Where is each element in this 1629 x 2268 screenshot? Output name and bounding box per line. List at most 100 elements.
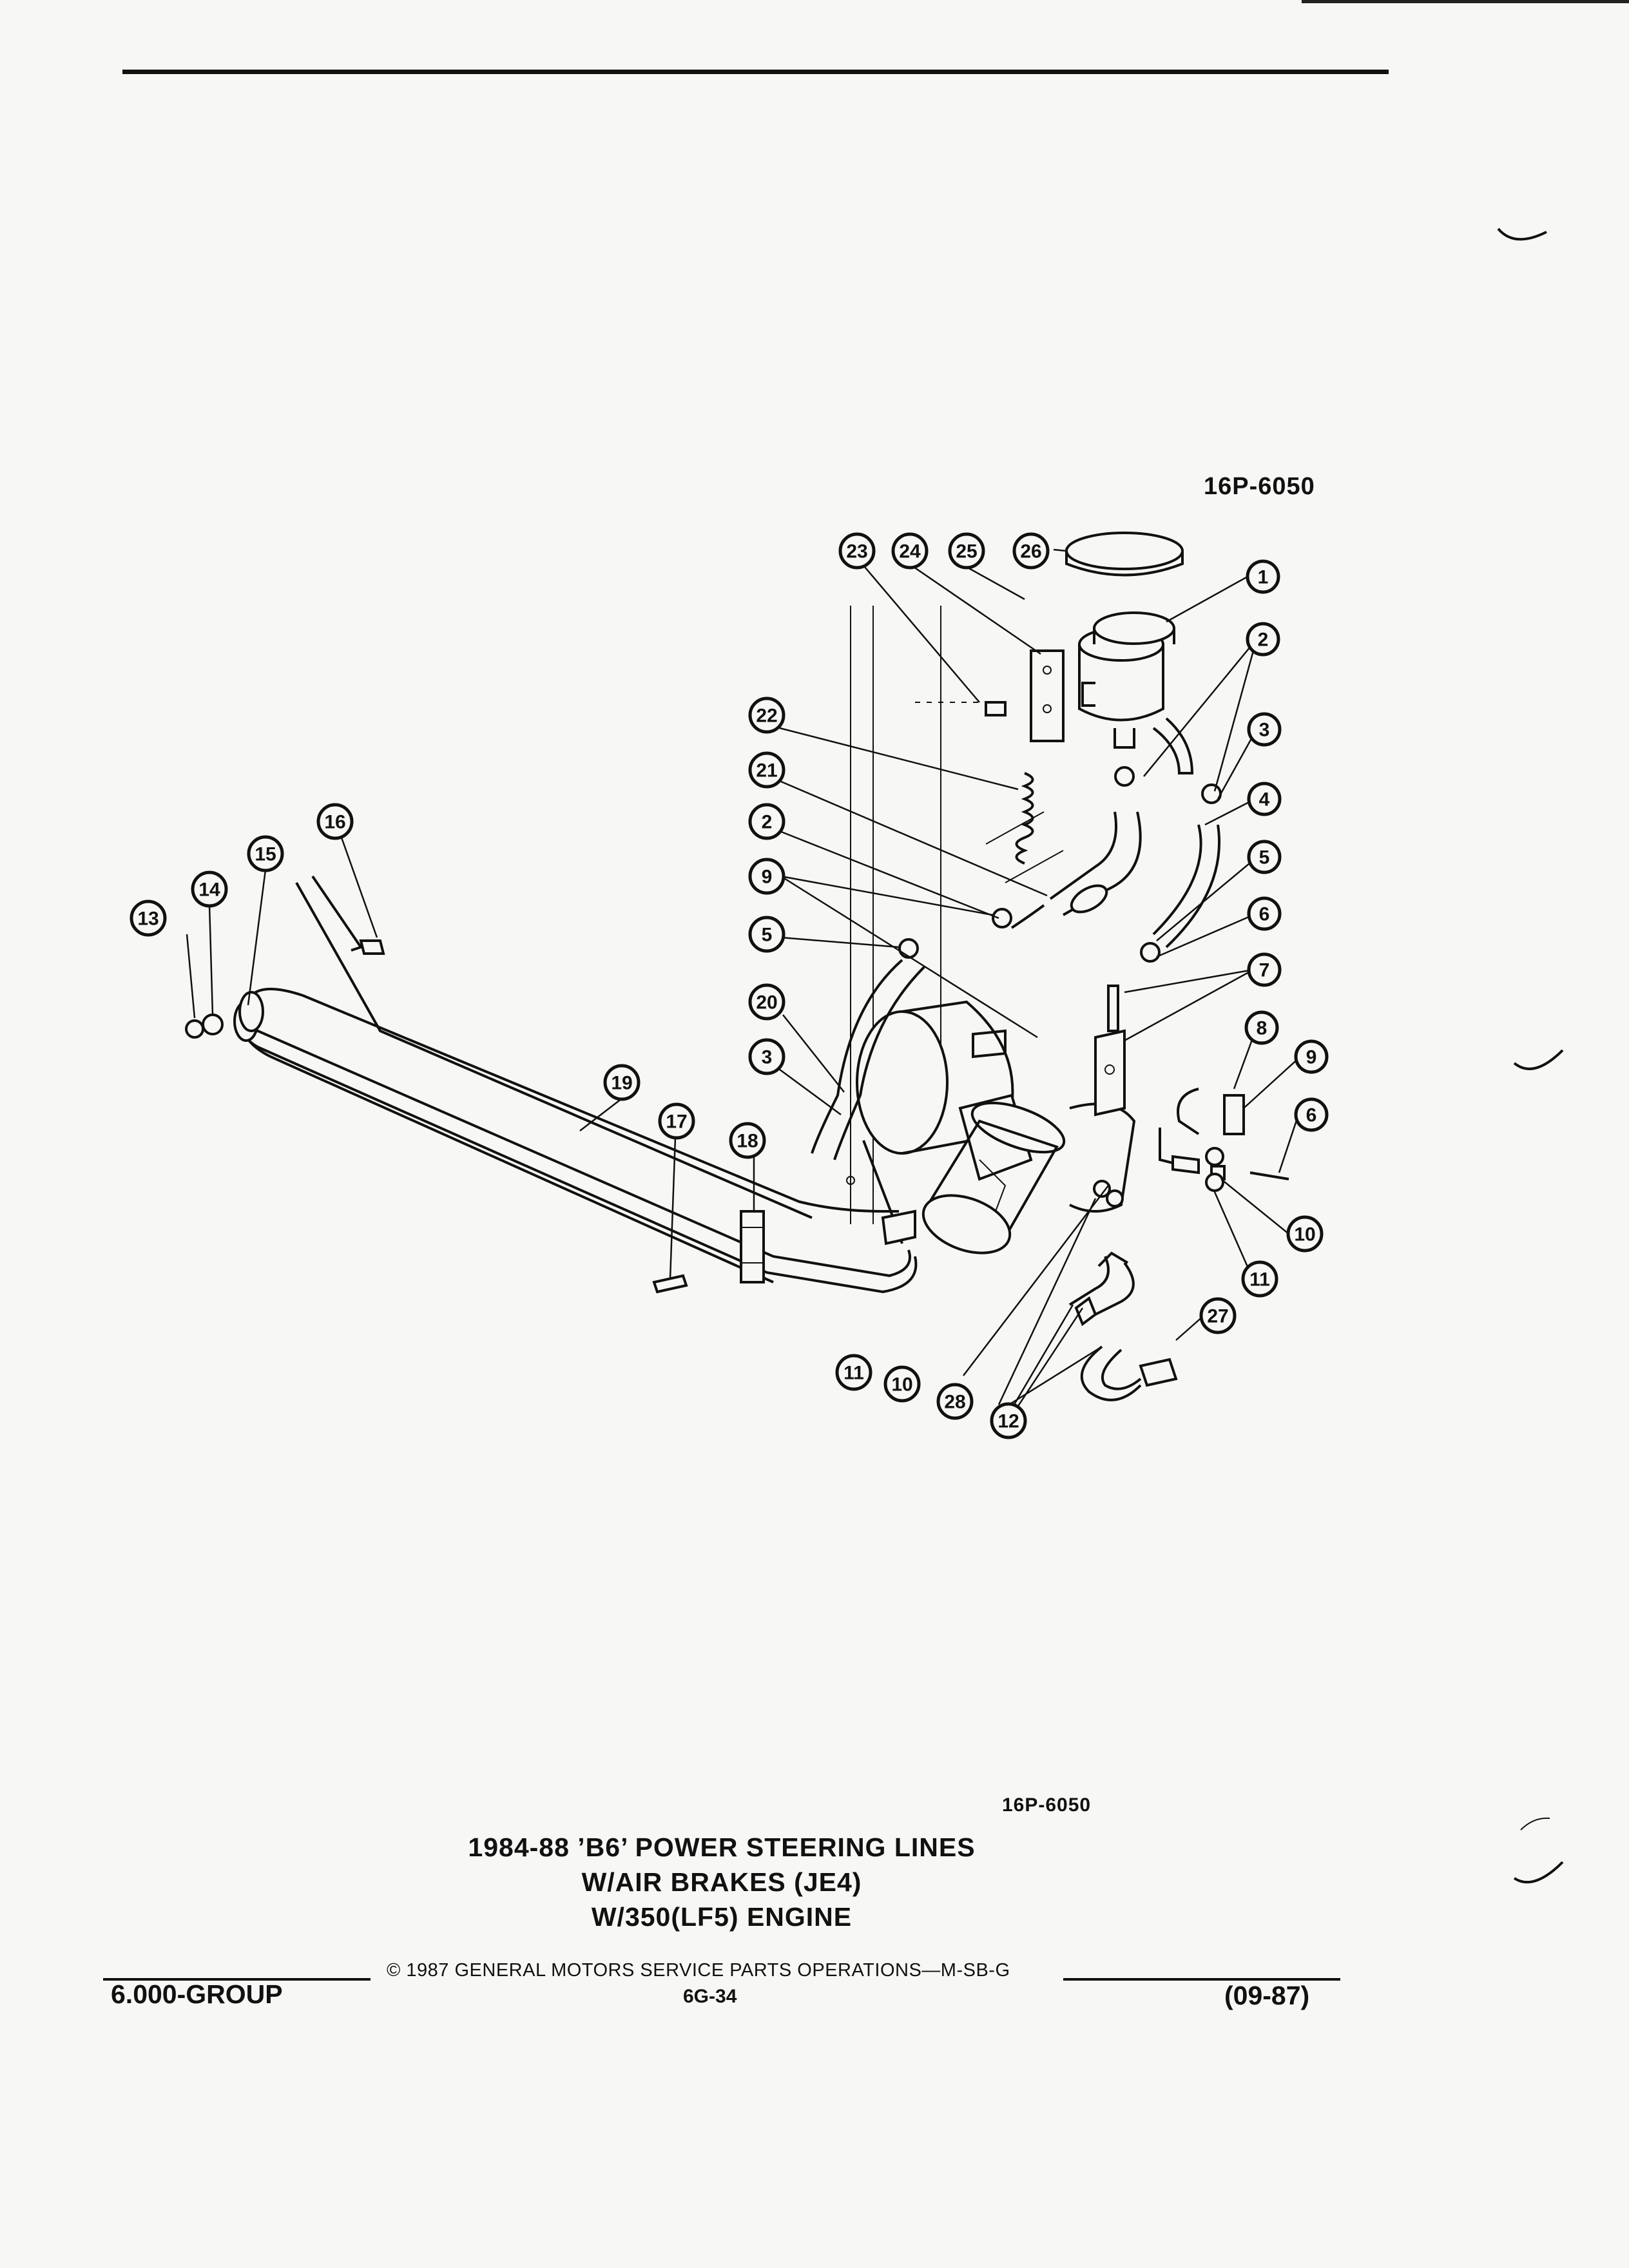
callout-16: 16	[316, 803, 354, 840]
svg-text:8: 8	[1257, 1018, 1268, 1039]
callout-15: 15	[247, 835, 284, 872]
callout-10b: 10	[883, 1365, 921, 1403]
callout-11b: 11	[835, 1354, 872, 1391]
callout-3: 3	[1247, 712, 1282, 747]
pump-hoses	[811, 959, 926, 1245]
callout-1: 1	[1246, 559, 1280, 594]
callout-20: 20	[748, 983, 786, 1021]
leader-lines	[186, 548, 1301, 1421]
svg-text:4: 4	[1259, 789, 1270, 811]
cooler-lines	[185, 875, 918, 1294]
svg-text:5: 5	[762, 925, 773, 946]
callout-12: 12	[990, 1402, 1027, 1439]
top-rule	[122, 70, 1389, 74]
reservoir-bracket	[915, 649, 1065, 742]
svg-text:10: 10	[891, 1374, 912, 1396]
svg-text:11: 11	[843, 1363, 864, 1384]
svg-text:23: 23	[846, 541, 867, 562]
svg-text:9: 9	[762, 867, 773, 888]
svg-text:16: 16	[324, 812, 345, 833]
svg-text:14: 14	[198, 879, 220, 901]
reservoir	[1078, 611, 1194, 774]
svg-text:12: 12	[998, 1411, 1019, 1432]
figure-code-top: 16P-6050	[1204, 473, 1315, 500]
svg-text:22: 22	[756, 706, 777, 727]
svg-text:17: 17	[666, 1111, 687, 1133]
reservoir-hoses	[1010, 811, 1221, 948]
footer-copyright: © 1987 GENERAL MOTORS SERVICE PARTS OPER…	[387, 1960, 1010, 1981]
callout-7: 7	[1247, 952, 1282, 987]
callout-14: 14	[191, 870, 228, 908]
callout-19: 19	[603, 1064, 641, 1101]
title-line-3: W/350(LF5) ENGINE	[591, 1902, 853, 1932]
callout-6b: 6	[1294, 1097, 1329, 1132]
svg-text:19: 19	[611, 1073, 632, 1094]
callout-9b: 9	[748, 858, 786, 895]
callout-5b: 5	[748, 916, 786, 953]
svg-text:10: 10	[1294, 1224, 1315, 1245]
callout-22: 22	[748, 697, 786, 734]
pressure-fittings	[1159, 1088, 1289, 1192]
callout-26: 26	[1012, 532, 1050, 570]
callout-18: 18	[729, 1122, 766, 1159]
svg-text:24: 24	[899, 541, 921, 562]
title-line-2: W/AIR BRAKES (JE4)	[581, 1867, 862, 1897]
pressure-hose	[1068, 1180, 1178, 1401]
svg-text:1: 1	[1258, 567, 1269, 588]
footer-group: 6.000-GROUP	[111, 1979, 283, 2009]
margin-mark	[1513, 1049, 1564, 1070]
svg-text:18: 18	[737, 1131, 758, 1152]
svg-text:6: 6	[1306, 1105, 1317, 1126]
margin-mark	[1497, 227, 1547, 241]
svg-text:26: 26	[1020, 541, 1041, 562]
callout-13: 13	[130, 899, 167, 937]
callout-6: 6	[1247, 896, 1282, 931]
svg-text:25: 25	[956, 541, 977, 562]
callout-8: 8	[1244, 1010, 1279, 1045]
svg-text:13: 13	[137, 908, 159, 930]
title-line-1: 1984-88 ’B6’ POWER STEERING LINES	[468, 1832, 976, 1862]
margin-mark	[1513, 1861, 1564, 1884]
footer-page-number: 6G-34	[683, 1986, 737, 2007]
svg-text:2: 2	[1258, 629, 1269, 651]
svg-text:21: 21	[756, 760, 777, 782]
hose-clamps	[898, 766, 1222, 963]
svg-text:2: 2	[762, 812, 773, 833]
margin-mark	[1520, 1817, 1550, 1831]
svg-text:28: 28	[944, 1392, 965, 1413]
callout-25: 25	[948, 532, 985, 570]
svg-text:3: 3	[1259, 720, 1270, 741]
callout-21: 21	[748, 751, 786, 789]
callout-28: 28	[936, 1383, 974, 1420]
callout-2b: 2	[748, 803, 786, 840]
footer-date: (09-87)	[1224, 1981, 1310, 2010]
callout-3b: 3	[748, 1038, 786, 1075]
svg-text:6: 6	[1259, 904, 1270, 925]
callout-9: 9	[1294, 1039, 1329, 1074]
svg-text:9: 9	[1306, 1047, 1317, 1068]
svg-text:15: 15	[255, 844, 276, 865]
callout-27: 27	[1199, 1297, 1237, 1334]
callout-4: 4	[1247, 782, 1282, 816]
svg-text:20: 20	[756, 992, 777, 1014]
corner-rule	[1302, 0, 1629, 3]
svg-text:27: 27	[1207, 1306, 1228, 1327]
svg-text:5: 5	[1259, 847, 1270, 869]
figure-code-bottom: 16P-6050	[1002, 1794, 1092, 1816]
callout-5: 5	[1247, 840, 1282, 874]
callout-2: 2	[1246, 622, 1280, 657]
reservoir-cap	[1065, 532, 1184, 577]
svg-text:11: 11	[1249, 1269, 1270, 1291]
footer-rule-left	[103, 1978, 371, 1981]
mounting-block	[1094, 985, 1126, 1117]
callout-10: 10	[1286, 1215, 1324, 1253]
spring	[985, 772, 1064, 883]
callout-11: 11	[1241, 1260, 1278, 1298]
svg-text:3: 3	[762, 1047, 773, 1068]
diagram-title: 1984-88 ’B6’ POWER STEERING LINES W/AIR …	[387, 1830, 1057, 1934]
svg-text:7: 7	[1259, 960, 1270, 981]
callout-24: 24	[891, 532, 929, 570]
callout-17: 17	[658, 1102, 695, 1140]
footer-rule-right	[1063, 1978, 1340, 1981]
